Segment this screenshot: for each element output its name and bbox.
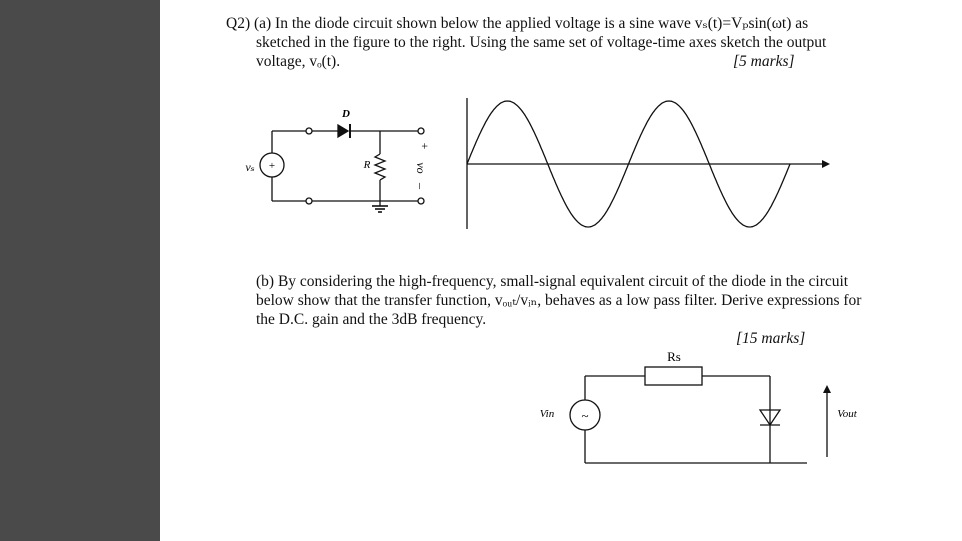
question-b-line3: the D.C. gain and the 3dB frequency.	[256, 311, 487, 328]
minus-terminal-label: –	[414, 182, 428, 190]
vout-label: Vout	[837, 408, 858, 420]
diode-symbol-a	[337, 123, 350, 139]
diode-symbol-b	[758, 409, 782, 427]
output-label-a: vo	[414, 162, 428, 173]
diode-label-a: D	[341, 108, 350, 120]
plus-terminal-label: +	[418, 143, 432, 150]
question-a-line3: voltage, vₒ(t).	[256, 53, 341, 70]
sine-wave	[466, 100, 791, 228]
left-dark-panel	[0, 0, 160, 541]
rc-diode-circuit-b: Rs ~ Vin Vout	[540, 349, 858, 464]
source-label-a: vₛ	[245, 160, 254, 174]
question-b-line1: (b) By considering the high-frequency, s…	[256, 273, 849, 290]
resistor-label-a: R	[363, 159, 371, 171]
source-plus-a: +	[269, 160, 275, 172]
rs-label: Rs	[667, 349, 681, 364]
vin-label: Vin	[540, 408, 555, 420]
resistor-symbol-a	[373, 153, 387, 181]
question-b-line2: below show that the transfer function, v…	[256, 292, 862, 309]
question-a-line1: Q2) (a) In the diode circuit shown below…	[226, 15, 809, 32]
sine-wave-plot	[466, 98, 830, 229]
question-a-line2: sketched in the figure to the right. Usi…	[256, 34, 827, 51]
diode-circuit-a: + vₛ D R + vo –	[245, 108, 432, 213]
output-arrow-b	[823, 385, 831, 393]
resistor-rs	[644, 366, 703, 386]
marks-a: [5 marks]	[733, 53, 795, 70]
source-symbol-b: ~	[581, 408, 588, 423]
marks-b: [15 marks]	[736, 330, 806, 347]
time-axis-arrow	[822, 160, 830, 168]
